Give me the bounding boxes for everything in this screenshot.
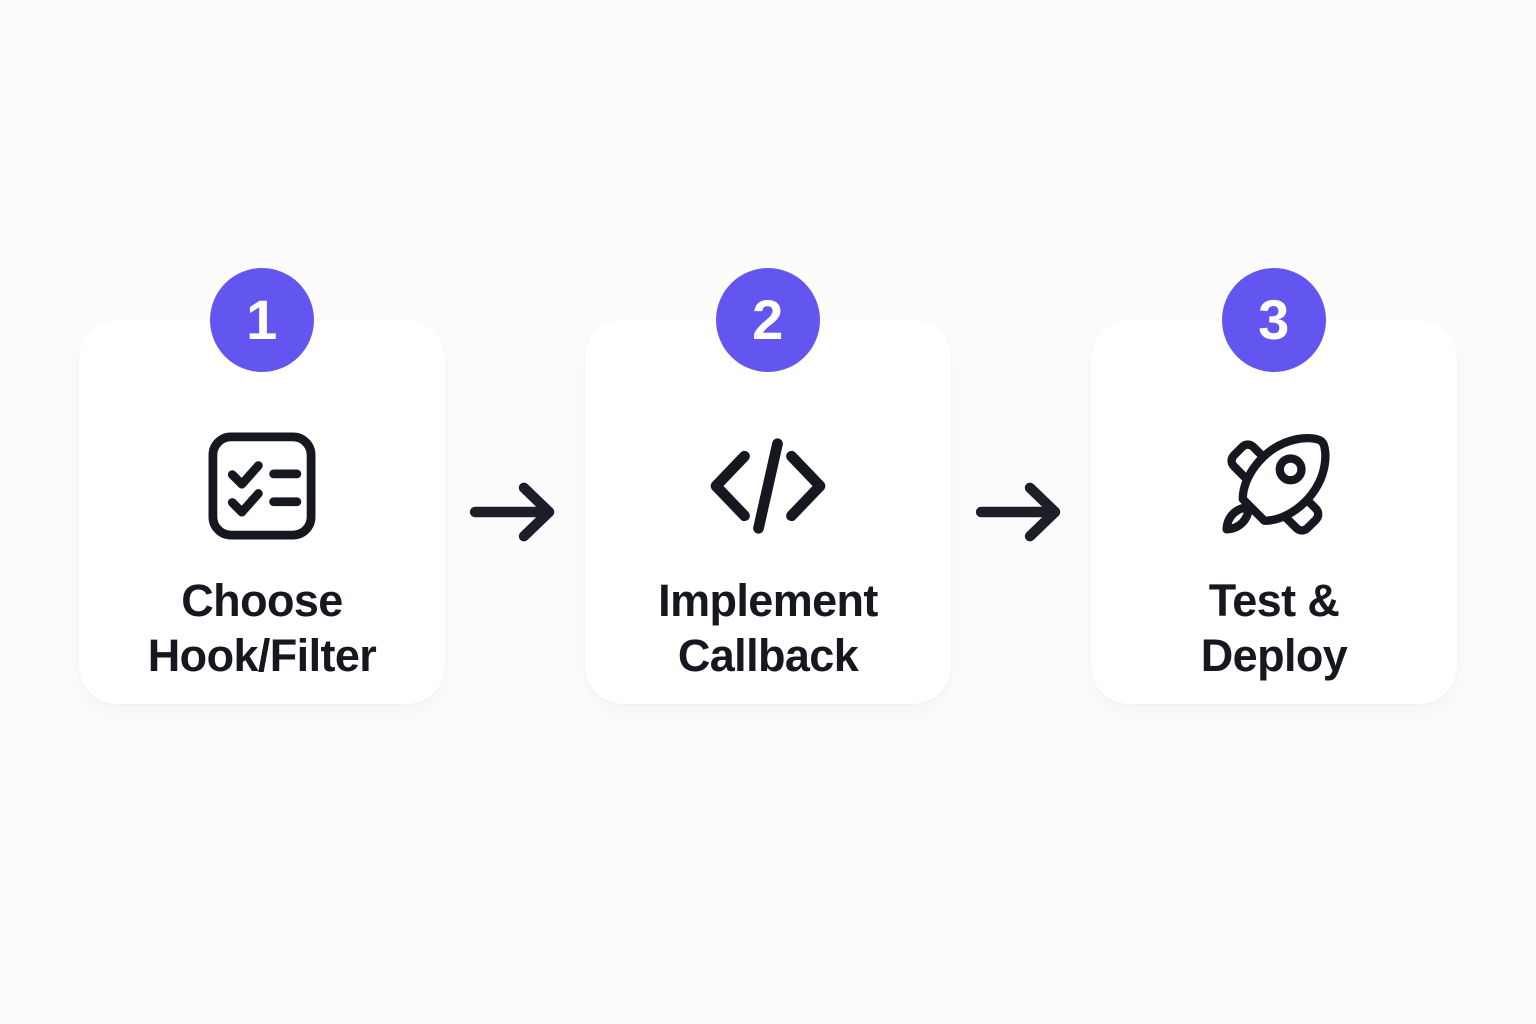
step-number-2: 2: [752, 288, 784, 351]
rocket-icon: [1208, 420, 1340, 552]
arrow-right-icon: [445, 320, 585, 704]
step-label-1: Choose Hook/Filter: [147, 575, 377, 681]
step-label-3: Test & Deploy: [1200, 575, 1348, 681]
step-number-badge-3: 3: [1222, 268, 1326, 372]
code-brackets-icon: [702, 420, 834, 552]
step-label-2: Implement Callback: [658, 575, 878, 681]
step-card-1[interactable]: 1 Choose Hook/Filter: [79, 268, 445, 704]
step-number-badge-1: 1: [210, 268, 314, 372]
step-card-2[interactable]: 2 Implement Callback: [585, 268, 951, 704]
arrow-right-icon: [951, 320, 1091, 704]
step-card-3[interactable]: 3 Test & Deploy: [1091, 268, 1457, 704]
step-number-1: 1: [246, 288, 278, 351]
step-number-3: 3: [1258, 288, 1290, 351]
step-number-badge-2: 2: [716, 268, 820, 372]
checklist-icon: [196, 420, 328, 552]
